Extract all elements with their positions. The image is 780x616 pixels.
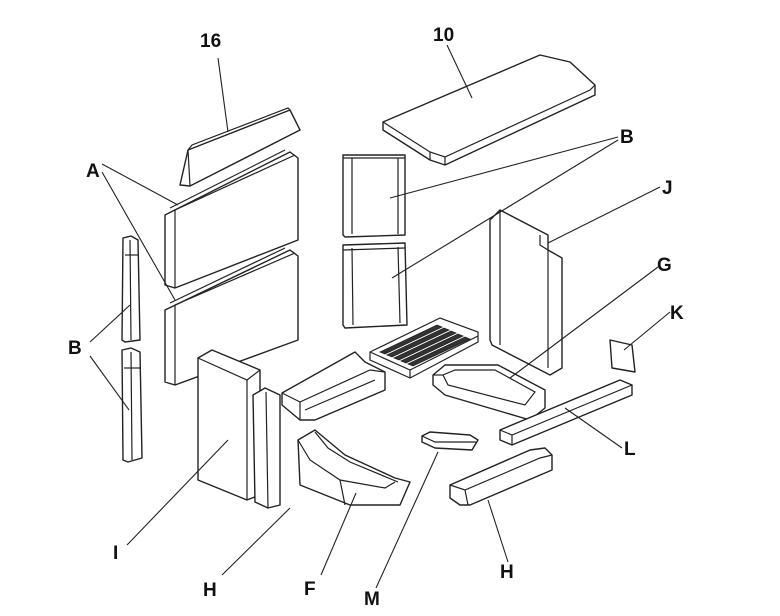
- label-k: K: [670, 303, 684, 324]
- label-16: 16: [200, 31, 221, 52]
- label-g: G: [657, 255, 672, 276]
- part-b-upper-center-panel: [342, 154, 406, 238]
- label-m: M: [364, 589, 380, 610]
- label-b-left: B: [68, 338, 82, 359]
- part-b-lower-center-panel: [342, 242, 408, 329]
- log-retainer-upper: [281, 351, 386, 421]
- part-m-wedge: [421, 431, 479, 451]
- part-j-side-panel: [489, 209, 563, 376]
- label-b-top: B: [620, 127, 634, 148]
- grate: [369, 317, 479, 379]
- leader-lines: [89, 44, 671, 589]
- label-h-right: H: [500, 562, 514, 583]
- label-f: F: [304, 579, 316, 600]
- part-f-hearth: [297, 429, 411, 506]
- part-h-right-retainer: [449, 447, 553, 506]
- part-a-lower-panel: [164, 247, 299, 386]
- part-a-upper-panel: [164, 149, 299, 289]
- part-16-baffle: [179, 107, 301, 187]
- part-i-tall-block: [197, 349, 261, 501]
- label-h-left: H: [203, 580, 217, 601]
- part-g-tray: [432, 364, 546, 421]
- label-j: J: [662, 178, 673, 199]
- label-l: L: [624, 439, 636, 460]
- label-a: A: [86, 161, 100, 182]
- part-l-long-bar: [499, 379, 633, 446]
- part-h-left-upright: [252, 387, 281, 509]
- part-b-left-upper-strip: [121, 235, 141, 343]
- part-k-block: [609, 339, 636, 373]
- part-b-left-lower-strip: [121, 347, 143, 463]
- label-i: I: [113, 543, 118, 564]
- part-10-top-slab: [382, 54, 596, 166]
- label-10: 10: [433, 25, 454, 46]
- part-labels: 16 10 A B J G K B L I H F M H: [68, 25, 684, 610]
